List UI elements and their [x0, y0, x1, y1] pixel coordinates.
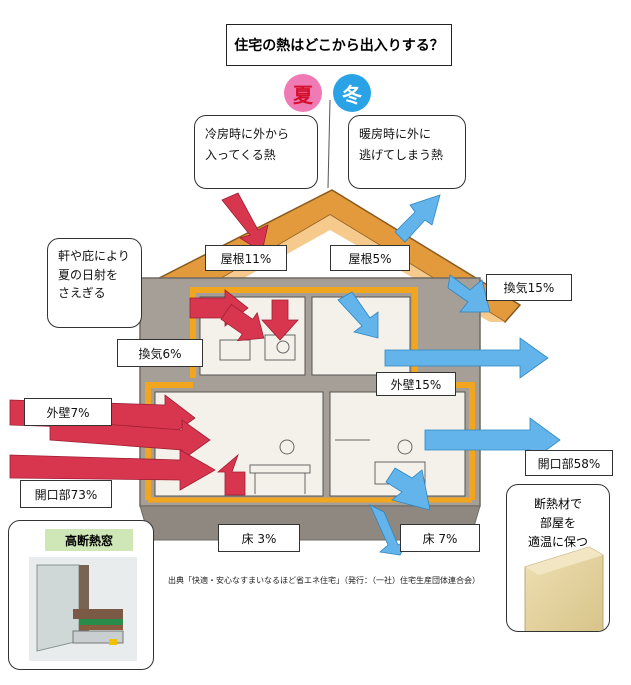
insulation-panel: 断熱材で 部屋を 適温に保つ [506, 484, 610, 632]
source-credit: 出典「快適・安心なすまいなるほど省エネ住宅」（発行：（一社）住宅生産団体連合会） [168, 576, 480, 585]
divider-line [327, 99, 331, 189]
summer-ventilation-label: 換気6% [117, 339, 203, 367]
summer-wall-label: 外壁7% [24, 398, 112, 426]
winter-openings-label: 開口部58% [525, 450, 613, 476]
winter-ventilation-label: 換気15% [486, 274, 572, 301]
window-frame-image [29, 557, 137, 661]
winter-note-bubble: 暖房時に外に 逃げてしまう熱 [348, 115, 466, 189]
summer-roof-label: 屋根11% [205, 245, 287, 271]
winter-roof-label: 屋根5% [330, 245, 410, 271]
eaves-note-bubble: 軒や庇により 夏の日射を さえぎる [47, 238, 142, 328]
window-panel-title: 高断熱窓 [45, 529, 133, 551]
summer-floor-label: 床 3% [218, 524, 300, 552]
winter-arrows [337, 194, 561, 556]
insulation-material-image [524, 546, 604, 631]
winter-badge: 冬 [333, 74, 371, 112]
insulation-roof [190, 287, 418, 378]
winter-wall-label: 外壁15% [376, 372, 456, 396]
summer-badge: 夏 [284, 74, 322, 112]
winter-floor-label: 床 7% [400, 524, 480, 552]
summer-openings-label: 開口部73% [20, 480, 112, 508]
page-title: 住宅の熱はどこから出入りする？ [226, 24, 452, 66]
insulation-panel-title: 断熱材で 部屋を 適温に保つ [527, 497, 588, 550]
high-insulation-window-panel: 高断熱窓 [8, 520, 154, 670]
summer-note-bubble: 冷房時に外から 入ってくる熱 [194, 115, 318, 189]
